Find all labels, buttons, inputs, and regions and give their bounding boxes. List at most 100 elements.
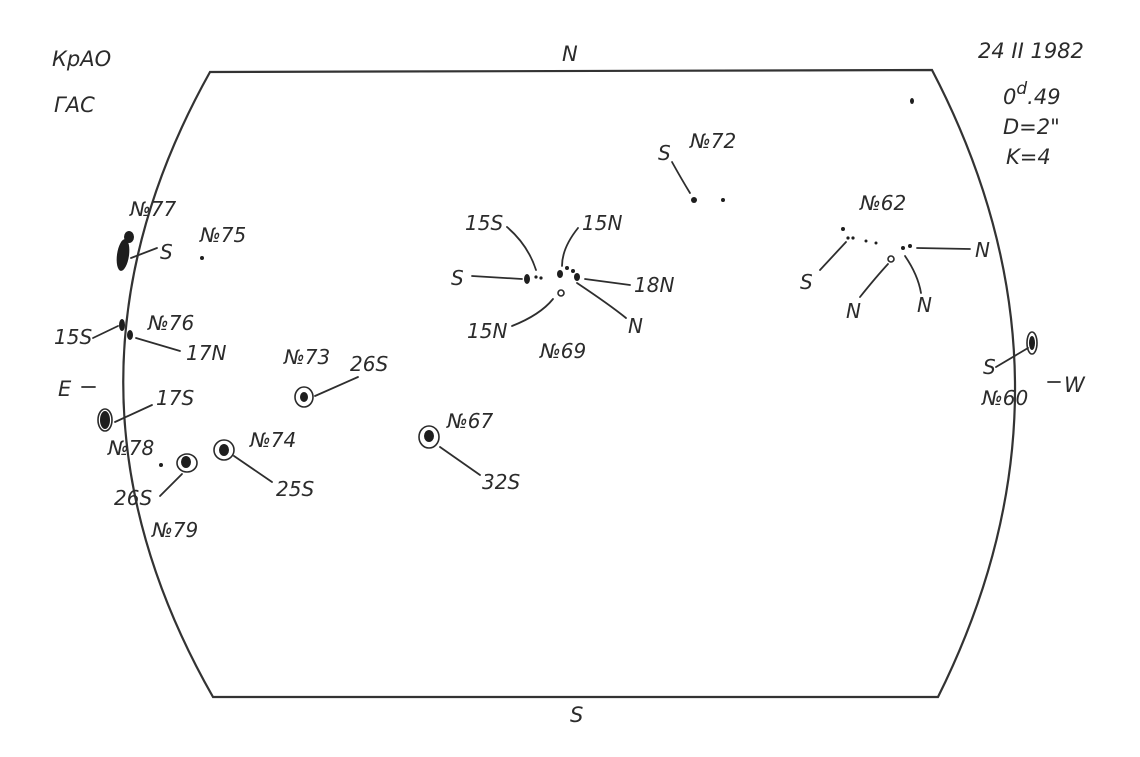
group-60-polarity: S — [983, 355, 996, 379]
spot-76b — [127, 330, 133, 340]
group-62: №62 S N N N — [800, 191, 990, 323]
group-74: №74 25S — [213, 428, 314, 501]
k-label: K=4 — [1006, 145, 1051, 169]
group-78-polarity: 17S — [156, 386, 194, 410]
spot-62f — [887, 255, 895, 263]
group-69-label-15n-top: 15N — [582, 211, 622, 235]
leader-62-n-right — [916, 247, 971, 250]
observatory-label: КрАО — [52, 47, 111, 71]
penumbra-74 — [213, 439, 235, 461]
group-72: №72 S — [658, 129, 736, 203]
group-62-label-s: S — [800, 270, 813, 294]
group-67: №67 32S — [418, 409, 520, 494]
group-73: №73 26S — [283, 345, 388, 408]
south-label: S — [570, 703, 583, 727]
time-label: 0d.49 — [1003, 79, 1061, 109]
group-60-number: №60 — [981, 386, 1028, 410]
date-label: 24 II 1982 — [978, 39, 1084, 63]
group-60: S №60 — [981, 331, 1038, 410]
group-69-number: №69 — [539, 339, 586, 363]
group-62-label-n-left: N — [846, 299, 861, 323]
group-62-label-n-mid: N — [917, 293, 932, 317]
group-79-polarity: 26S — [114, 486, 152, 510]
time-main: 0 — [1003, 85, 1016, 109]
group-76-number: №76 — [147, 311, 194, 335]
spot-74 — [219, 444, 229, 456]
spot-69d — [557, 270, 563, 278]
spot-73 — [300, 392, 308, 402]
spot-72a — [691, 197, 697, 203]
group-78: 17S №78 — [97, 386, 194, 467]
west-label: W — [1064, 373, 1086, 397]
leader-74 — [233, 455, 273, 483]
spot-62g — [901, 246, 905, 250]
group-62-label-n-right: N — [975, 238, 990, 262]
group-69-label-15s: 15S — [465, 211, 503, 235]
group-76-right-label: 17N — [186, 341, 226, 365]
penumbra-73 — [294, 386, 314, 408]
leader-77 — [130, 247, 158, 259]
group-69-label-18n: 18N — [634, 273, 674, 297]
leader-60 — [995, 347, 1029, 368]
spot-78-small — [159, 463, 163, 467]
penumbra-67 — [418, 425, 440, 449]
leader-79 — [159, 473, 183, 497]
leader-62-n-left — [859, 263, 889, 298]
spot-69a — [524, 274, 530, 284]
leader-69-15n-top — [561, 227, 579, 267]
diameter-label: D=2" — [1003, 115, 1060, 139]
leader-69-s — [471, 275, 523, 280]
group-67-polarity: 32S — [482, 470, 520, 494]
spot-69e — [565, 266, 569, 270]
spot-62b — [846, 236, 850, 240]
spot-75 — [200, 256, 204, 260]
stray-mark — [910, 98, 914, 104]
group-73-polarity: 26S — [350, 352, 388, 376]
group-67-number: №67 — [446, 409, 494, 433]
spot-62e — [874, 241, 878, 245]
spot-69g — [574, 273, 580, 281]
leader-62-s — [819, 241, 847, 271]
time-sup: d — [1016, 79, 1027, 99]
spot-77b — [124, 231, 134, 243]
group-73-number: №73 — [283, 345, 330, 369]
leader-76-right — [135, 337, 181, 352]
leader-76-left — [92, 325, 119, 339]
spot-67 — [424, 430, 434, 442]
leader-78 — [114, 404, 153, 423]
group-77-polarity: S — [160, 240, 173, 264]
group-75: №75 — [199, 223, 246, 260]
group-77: №77 S — [116, 197, 177, 271]
group-79: 26S №79 — [114, 453, 198, 542]
spot-62a — [841, 227, 845, 231]
group-78-number: №78 — [107, 436, 154, 460]
group-76-left-label: 15S — [54, 325, 92, 349]
leader-69-n — [576, 282, 627, 319]
group-76: №76 15S 17N — [54, 311, 226, 365]
group-69-label-s: S — [451, 266, 464, 290]
leader-67 — [439, 446, 481, 476]
leader-69-15n-bottom — [511, 298, 554, 327]
leader-69-18n — [584, 278, 631, 286]
penumbra-79 — [176, 453, 198, 473]
group-62-number: №62 — [859, 191, 906, 215]
group-74-number: №74 — [249, 428, 296, 452]
spot-77a — [116, 239, 130, 271]
penumbra-78 — [97, 408, 113, 432]
east-label: E — [58, 377, 72, 401]
instrument-label: ГАС — [54, 93, 95, 117]
group-77-number: №77 — [129, 197, 177, 221]
spot-79 — [181, 456, 191, 468]
leader-72 — [671, 161, 691, 194]
group-79-number: №79 — [151, 518, 198, 542]
group-69-label-15n-bottom: 15N — [467, 319, 507, 343]
group-72-polarity: S — [658, 141, 671, 165]
group-72-number: №72 — [689, 129, 736, 153]
spot-62h — [908, 244, 912, 248]
spot-62c — [851, 236, 855, 240]
time-frac: .49 — [1027, 85, 1060, 109]
group-74-polarity: 25S — [276, 477, 314, 501]
leader-73 — [314, 376, 359, 397]
group-69-label-n: N — [628, 314, 643, 338]
